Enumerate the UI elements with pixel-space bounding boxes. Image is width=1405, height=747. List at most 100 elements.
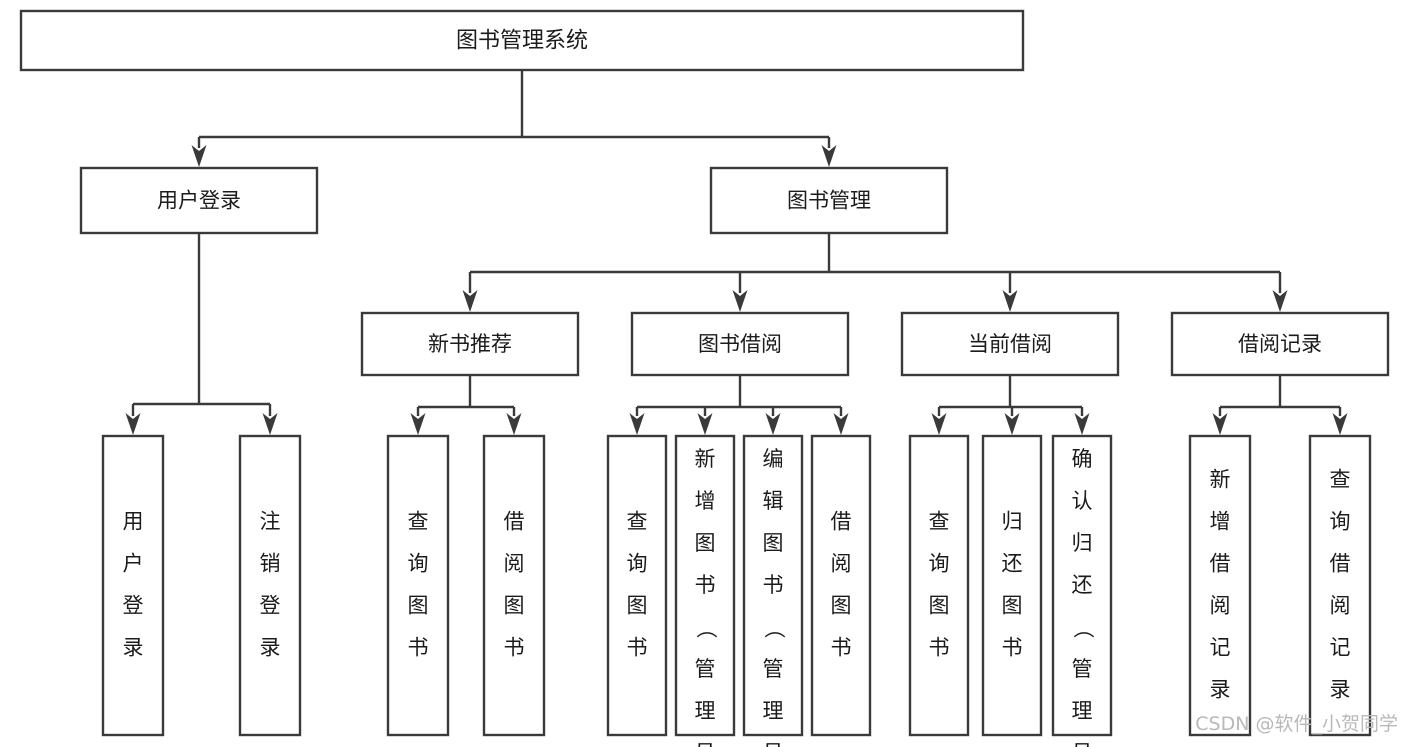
node-label-char: 询 — [627, 552, 648, 576]
node-rect[interactable] — [810, 434, 872, 737]
node-label-char: 管 — [1072, 657, 1093, 681]
node-label-char: 书 — [408, 636, 429, 660]
node-label-char: 员 — [763, 741, 784, 747]
node-rect[interactable] — [19, 9, 1025, 72]
node-label-char: 理 — [1072, 699, 1093, 723]
arrow-head-icon — [1332, 413, 1348, 435]
edge-group — [410, 375, 522, 435]
node-rect[interactable] — [709, 166, 949, 235]
node-label-char: 图 — [504, 594, 525, 618]
node-borrow-record[interactable]: 借阅记录 — [1170, 311, 1390, 377]
node-label: 用户登录 — [157, 189, 241, 213]
node-rect[interactable] — [101, 434, 165, 737]
node-label-char: 还 — [1002, 552, 1023, 576]
node-rect[interactable] — [630, 311, 850, 377]
node-label-char: 询 — [408, 552, 429, 576]
arrow-head-icon — [1272, 290, 1288, 312]
edge-group — [125, 233, 278, 435]
node-rect[interactable] — [900, 311, 1120, 377]
node-rect[interactable] — [606, 434, 668, 737]
node-label-char: 新 — [1210, 468, 1231, 492]
node-label-char: 销 — [260, 552, 281, 576]
node-label-char: 借 — [504, 510, 525, 534]
node-label-char: 阅 — [1210, 594, 1231, 618]
arrow-head-icon — [1074, 413, 1090, 435]
node-user-login[interactable]: 用户登录 — [79, 166, 319, 235]
node-label-char: 增 — [1210, 510, 1231, 534]
node-leaf-user-login[interactable]: 用户登录 — [101, 434, 165, 737]
node-label-char: 还 — [1072, 573, 1093, 597]
node-label-char: 登 — [123, 594, 144, 618]
edge-layer — [125, 70, 1348, 435]
node-label-char: 借 — [1210, 552, 1231, 576]
node-rect[interactable] — [908, 434, 970, 737]
node-label-char: 增 — [695, 489, 716, 513]
node-current-borrow[interactable]: 当前借阅 — [900, 311, 1120, 377]
edge-group — [931, 375, 1090, 435]
node-label-char: （ — [762, 618, 786, 639]
node-label-char: 书 — [695, 573, 716, 597]
node-rect[interactable] — [79, 166, 319, 235]
node-label-char: 借 — [1330, 552, 1351, 576]
arrow-head-icon — [629, 413, 645, 435]
arrow-head-icon — [125, 413, 141, 435]
node-label-char: 登 — [260, 594, 281, 618]
node-root-root[interactable]: 图书管理系统 — [19, 9, 1025, 72]
node-label-char: 用 — [123, 510, 144, 534]
node-rect[interactable] — [981, 434, 1043, 737]
node-label-char: 图 — [1002, 594, 1023, 618]
node-rect[interactable] — [674, 434, 736, 737]
node-rect[interactable] — [482, 434, 546, 737]
arrow-head-icon — [462, 290, 478, 312]
arrow-head-icon — [191, 145, 207, 167]
node-label-char: 图 — [408, 594, 429, 618]
node-label-char: 新 — [695, 447, 716, 471]
node-rect[interactable] — [1188, 434, 1252, 737]
arrow-head-icon — [1002, 290, 1018, 312]
node-book-manage[interactable]: 图书管理 — [709, 166, 949, 235]
node-label-char: 书 — [763, 573, 784, 597]
node-rect[interactable] — [1308, 434, 1372, 737]
node-label-char: 辑 — [763, 489, 784, 513]
node-new-book-rec[interactable]: 新书推荐 — [360, 311, 580, 377]
arrow-head-icon — [1004, 413, 1020, 435]
node-rect[interactable] — [1170, 311, 1390, 377]
node-label-char: 户 — [123, 552, 144, 576]
node-book-borrow[interactable]: 图书借阅 — [630, 311, 850, 377]
node-label-char: （ — [1071, 618, 1095, 639]
node-label-char: 阅 — [1330, 594, 1351, 618]
edge-group — [191, 70, 837, 167]
node-rect[interactable] — [360, 311, 580, 377]
arrow-head-icon — [931, 413, 947, 435]
node-label-char: 认 — [1072, 489, 1093, 513]
node-rect[interactable] — [386, 434, 450, 737]
node-label-char: 查 — [627, 510, 648, 534]
node-rect[interactable] — [1051, 434, 1113, 737]
node-label-char: 书 — [831, 636, 852, 660]
node-label-char: 查 — [1330, 468, 1351, 492]
node-label: 图书借阅 — [698, 332, 782, 356]
node-label-char: （ — [694, 618, 718, 639]
node-label-char: 录 — [123, 636, 144, 660]
node-label-char: 归 — [1072, 531, 1093, 555]
node-label-char: 归 — [1002, 510, 1023, 534]
edge-group — [462, 233, 1288, 312]
node-label-char: 阅 — [831, 552, 852, 576]
arrow-head-icon — [506, 413, 522, 435]
node-rect[interactable] — [238, 434, 302, 737]
node-rect[interactable] — [742, 434, 804, 737]
node-label-char: 书 — [929, 636, 950, 660]
